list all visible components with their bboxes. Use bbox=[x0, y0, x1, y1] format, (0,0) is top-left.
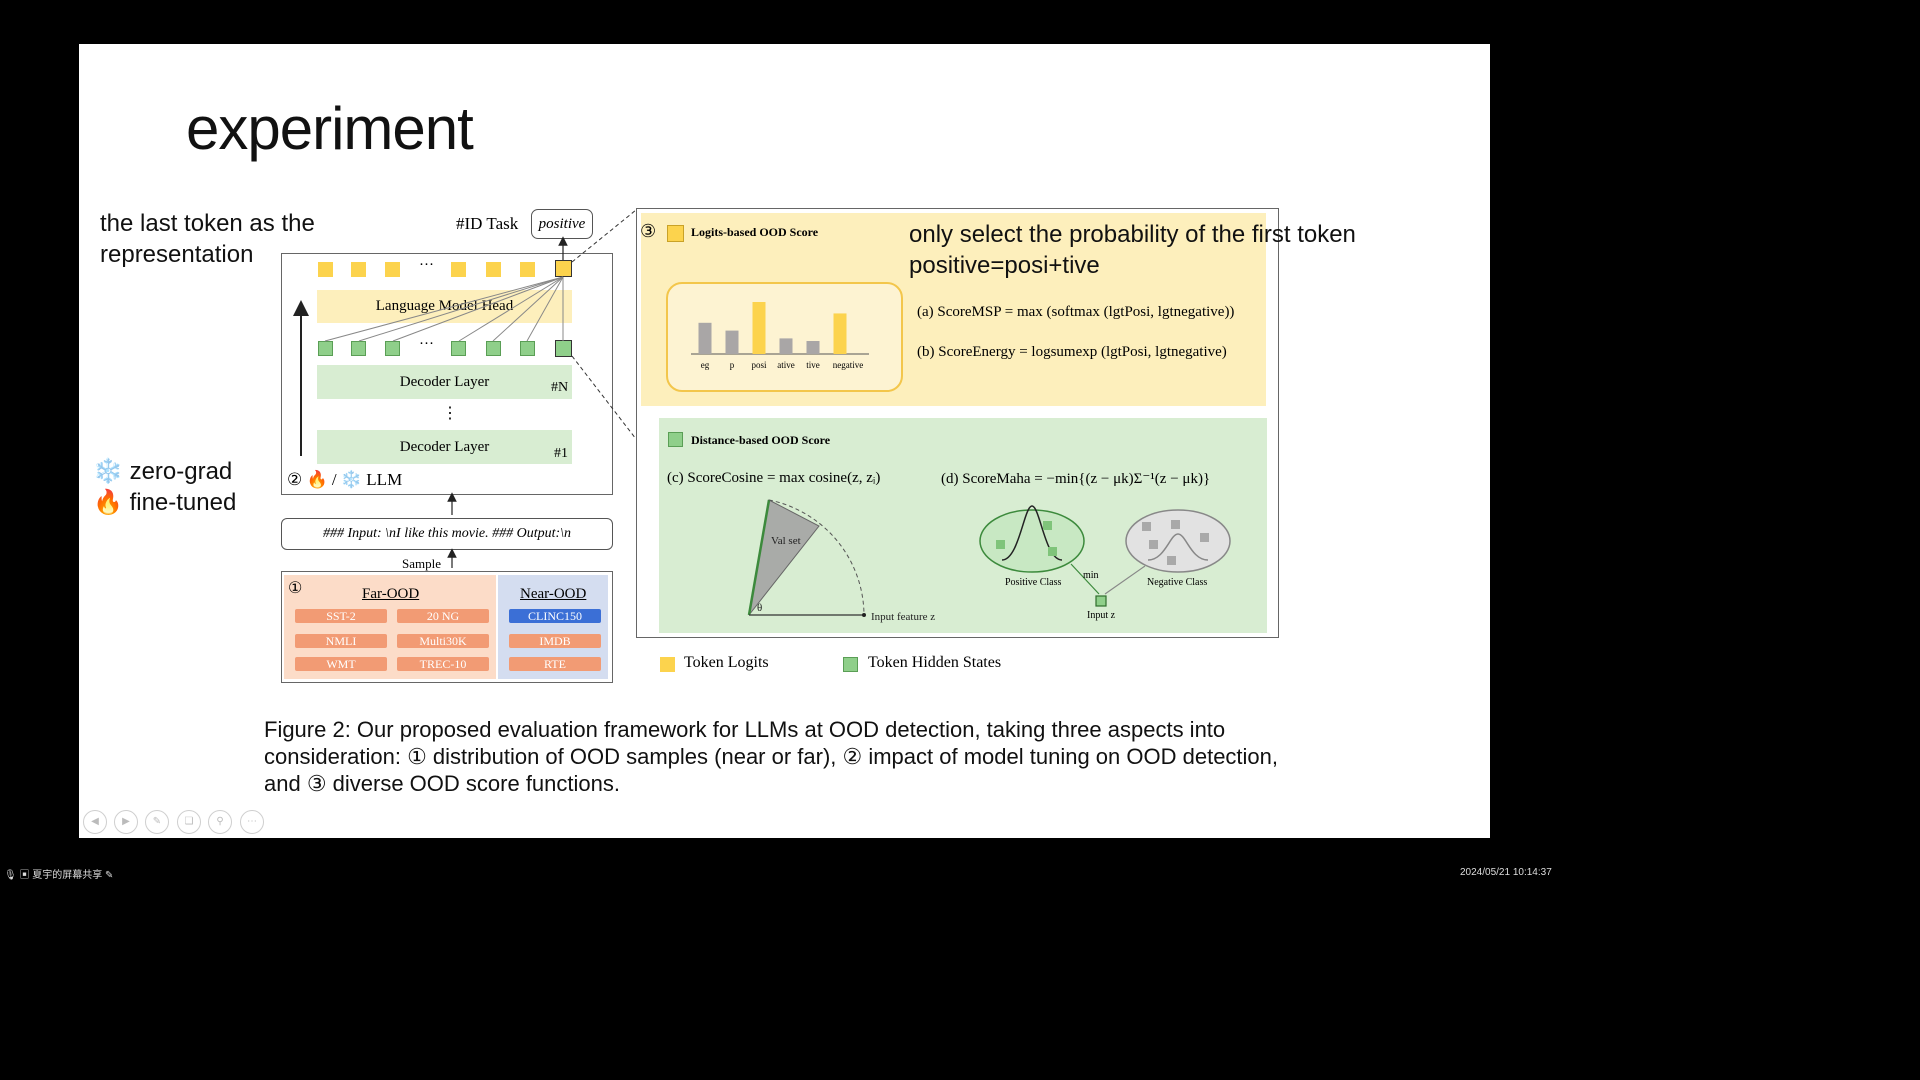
last-token-logit bbox=[555, 260, 572, 277]
score-cosine: (c) ScoreCosine = max cosine(z, zᵢ) bbox=[667, 470, 881, 486]
bar-label-tive: tive bbox=[806, 360, 820, 370]
score-energy: (b) ScoreEnergy = logsumexp (lgtPosi, lg… bbox=[917, 344, 1227, 360]
dataset-rte: RTE bbox=[509, 657, 601, 671]
lm-head-block: Language Model Head bbox=[317, 290, 572, 323]
bar-label-eg: eg bbox=[701, 360, 710, 370]
dataset-wmt: WMT bbox=[295, 657, 387, 671]
bar-label-ative: ative bbox=[777, 360, 795, 370]
presentation-slide: experiment the last token as the represe… bbox=[79, 44, 1490, 838]
zoom-icon[interactable]: ⚲ bbox=[208, 810, 232, 834]
dataset-nmli: NMLI bbox=[295, 634, 387, 648]
bar-eg bbox=[698, 322, 712, 354]
microphone-icon: 🎙 bbox=[4, 870, 17, 881]
score-maha: (d) ScoreMaha = −min{(z − μk)Σ⁻¹(z − μk)… bbox=[941, 471, 1211, 487]
token-hidden-state bbox=[451, 341, 466, 356]
figure-caption: Figure 2: Our proposed evaluation framew… bbox=[264, 717, 1279, 796]
input-z-label: Input z bbox=[1087, 610, 1116, 621]
bar-ative bbox=[779, 338, 793, 354]
bar-p bbox=[725, 330, 739, 354]
token-hidden-state bbox=[520, 341, 535, 356]
negative-class-label: Negative Class bbox=[1147, 577, 1208, 588]
decoder-layer-n: Decoder Layer bbox=[317, 365, 572, 399]
id-task-label: #ID Task bbox=[456, 214, 519, 233]
logits-legend-square bbox=[667, 225, 684, 242]
token-logit bbox=[351, 262, 366, 277]
next-icon[interactable]: ▶ bbox=[114, 810, 138, 834]
id-task-value: positive bbox=[531, 209, 593, 239]
val-set-label: Val set bbox=[771, 535, 801, 547]
dataset-sst2: SST-2 bbox=[295, 609, 387, 623]
annotation-last-token: the last token as the representation bbox=[100, 210, 315, 268]
snowflake-icon: ❄️ bbox=[93, 458, 123, 485]
decoder-layer-1: Decoder Layer bbox=[317, 430, 572, 464]
layer-n-label: #N bbox=[551, 380, 569, 395]
token-logit bbox=[520, 262, 535, 277]
circle-1: ① bbox=[288, 580, 303, 597]
bar-tive bbox=[806, 341, 820, 354]
distance-diagram bbox=[747, 499, 1231, 617]
pen-icon[interactable]: ✎ bbox=[145, 810, 169, 834]
distance-title: Distance-based OOD Score bbox=[691, 433, 831, 447]
min-label: min bbox=[1083, 570, 1099, 581]
figure-connectors bbox=[293, 209, 637, 568]
bar-label-negative: negative bbox=[833, 360, 864, 370]
annotation-first-token: only select the probability of the first… bbox=[909, 221, 1356, 279]
theta-label: θ bbox=[757, 602, 763, 614]
input-feature-label: Input feature z bbox=[871, 611, 936, 623]
layer-1-label: #1 bbox=[554, 446, 568, 461]
hidden-states-legend-icon bbox=[843, 657, 858, 672]
prompt-input-box: ### Input: \nI like this movie. ### Outp… bbox=[281, 518, 613, 550]
token-logit bbox=[318, 262, 333, 277]
pencil-icon[interactable]: ✎ bbox=[105, 870, 114, 881]
dataset-imdb: IMDB bbox=[509, 634, 601, 648]
token-hidden-state bbox=[318, 341, 333, 356]
bar-negative bbox=[833, 313, 847, 354]
sample-label: Sample bbox=[402, 556, 441, 571]
dataset-clinc150: CLINC150 bbox=[509, 609, 601, 623]
far-ood-title: Far-OOD bbox=[362, 586, 420, 602]
token-hidden-state bbox=[351, 341, 366, 356]
token-hidden-state bbox=[486, 341, 501, 356]
score-msp: (a) ScoreMSP = max (softmax (lgtPosi, lg… bbox=[917, 304, 1235, 320]
distance-legend-square bbox=[668, 432, 683, 447]
logit-bar-chart: eg p posi ative tive negative bbox=[691, 302, 869, 370]
slide-title: experiment bbox=[186, 95, 474, 162]
positive-class-label: Positive Class bbox=[1005, 577, 1062, 588]
hidden-states-legend: Token Hidden States bbox=[868, 654, 1002, 671]
token-logits-legend: Token Logits bbox=[684, 654, 769, 671]
llm-label: ② 🔥 / ❄️ LLM bbox=[287, 470, 403, 489]
tuning-legend: ❄️ zero-grad 🔥 fine-tuned bbox=[93, 458, 237, 516]
token-logits-legend-icon bbox=[660, 657, 675, 672]
more-icon[interactable]: ⋯ bbox=[240, 810, 264, 834]
dataset-20ng: 20 NG bbox=[397, 609, 489, 623]
bar-label-posi: posi bbox=[751, 360, 767, 370]
dataset-multi30k: Multi30K bbox=[397, 634, 489, 648]
logits-title: Logits-based OOD Score bbox=[691, 225, 819, 239]
fire-icon: 🔥 bbox=[93, 489, 123, 516]
prev-icon[interactable]: ◀ bbox=[83, 810, 107, 834]
ellipsis: ··· bbox=[419, 336, 434, 352]
token-logit bbox=[451, 262, 466, 277]
vertical-dots: ⋮ bbox=[442, 405, 458, 422]
token-logit bbox=[486, 262, 501, 277]
screen-share-indicator[interactable]: 🎙 ▣ 夏宇的屏幕共享 ✎ bbox=[4, 870, 114, 881]
clock: 2024/05/21 10:14:37 bbox=[1460, 867, 1552, 878]
bar-label-p: p bbox=[730, 360, 735, 370]
bar-posi bbox=[752, 302, 766, 354]
token-hidden-state bbox=[385, 341, 400, 356]
copy-icon[interactable]: ❏ bbox=[177, 810, 201, 834]
near-ood-title: Near-OOD bbox=[520, 586, 587, 602]
dataset-trec10: TREC-10 bbox=[397, 657, 489, 671]
ellipsis: ··· bbox=[419, 257, 434, 273]
screen-icon: ▣ bbox=[19, 870, 30, 881]
circle-3: ③ bbox=[640, 221, 657, 241]
token-logit bbox=[385, 262, 400, 277]
